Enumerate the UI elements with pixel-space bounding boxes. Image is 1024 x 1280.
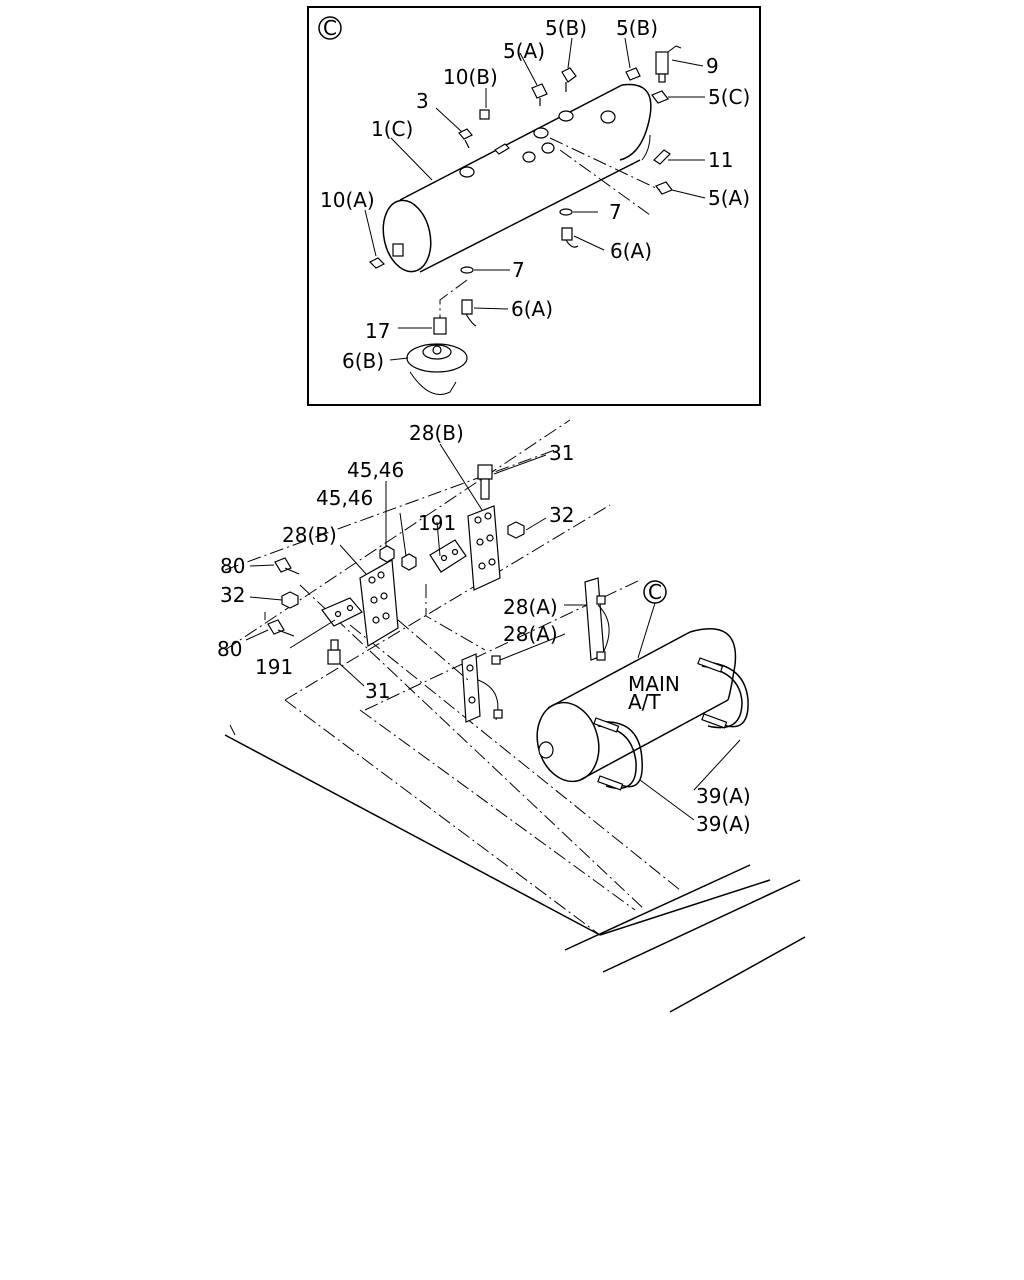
- bracket-28b-left: [359, 559, 399, 647]
- detail-labels: 5(B) 5(B) 5(A) 10(B) 9 3 5(C) 1(C) 11 10…: [320, 16, 750, 373]
- detail-c-marker-text: C: [323, 16, 337, 40]
- bracket-28a-lower: [461, 653, 503, 723]
- label-6a-mid: 6(A): [511, 297, 553, 321]
- main-c-marker: C: [637, 580, 667, 659]
- label-191-top: 191: [418, 511, 456, 535]
- label-191-bottom: 191: [255, 655, 293, 679]
- main-air-tank: MAIN A/T: [536, 628, 737, 783]
- label-28a-1: 28(A): [503, 595, 558, 619]
- bracket-28b-right: [467, 505, 501, 591]
- label-31-bottom: 31: [365, 679, 390, 703]
- label-39a-1: 39(A): [696, 784, 751, 808]
- label-5c: 5(C): [708, 85, 750, 109]
- fasteners: [267, 464, 525, 665]
- main-leaders: [245, 443, 741, 821]
- detail-ports: [459, 110, 616, 178]
- label-31-top: 31: [549, 441, 574, 465]
- label-6b: 6(B): [342, 349, 384, 373]
- label-10a: 10(A): [320, 188, 375, 212]
- label-32-right: 32: [549, 503, 574, 527]
- label-45-46-1: 45,46: [347, 458, 404, 482]
- main-assembly: MAIN A/T C: [217, 419, 806, 1013]
- label-5b-2: 5(B): [616, 16, 658, 40]
- detail-c-marker: C: [318, 16, 342, 40]
- label-7-mid: 7: [512, 258, 525, 282]
- plate-191-bottom: [321, 597, 363, 627]
- label-6a-right: 6(A): [610, 239, 652, 263]
- label-28b-top: 28(B): [409, 421, 464, 445]
- label-7-right: 7: [609, 200, 622, 224]
- label-17: 17: [365, 319, 390, 343]
- label-9: 9: [706, 54, 719, 78]
- detail-air-tank: [382, 83, 652, 273]
- label-5a-top: 5(A): [503, 39, 545, 63]
- label-1c: 1(C): [371, 117, 413, 141]
- bracket-28a-upper: [584, 577, 610, 661]
- frame-centerlines: [224, 419, 681, 936]
- u-bolts-39a: [593, 657, 749, 791]
- plate-191-top: [429, 539, 467, 573]
- frame-rails: [224, 724, 806, 1013]
- label-3: 3: [416, 89, 429, 113]
- main-labels: 28(B) 31 45,46 45,46 191 32 28(B) 80 32 …: [217, 421, 751, 836]
- detail-leaders: [364, 37, 706, 361]
- label-45-46-2: 45,46: [316, 486, 373, 510]
- tank-text-at: A/T: [628, 690, 661, 714]
- tank-text-main: MAIN: [628, 672, 680, 696]
- label-28b-left: 28(B): [282, 523, 337, 547]
- label-5a-right: 5(A): [708, 186, 750, 210]
- label-80-top: 80: [220, 554, 245, 578]
- label-10b: 10(B): [443, 65, 498, 89]
- detail-fittings: [368, 45, 682, 395]
- main-c-marker-text: C: [648, 580, 662, 604]
- label-39a-2: 39(A): [696, 812, 751, 836]
- label-5b-1: 5(B): [545, 16, 587, 40]
- label-28a-2: 28(A): [503, 622, 558, 646]
- label-32-left: 32: [220, 583, 245, 607]
- label-11: 11: [708, 148, 733, 172]
- detail-c-panel: C: [307, 6, 761, 406]
- label-80-bottom: 80: [217, 637, 242, 661]
